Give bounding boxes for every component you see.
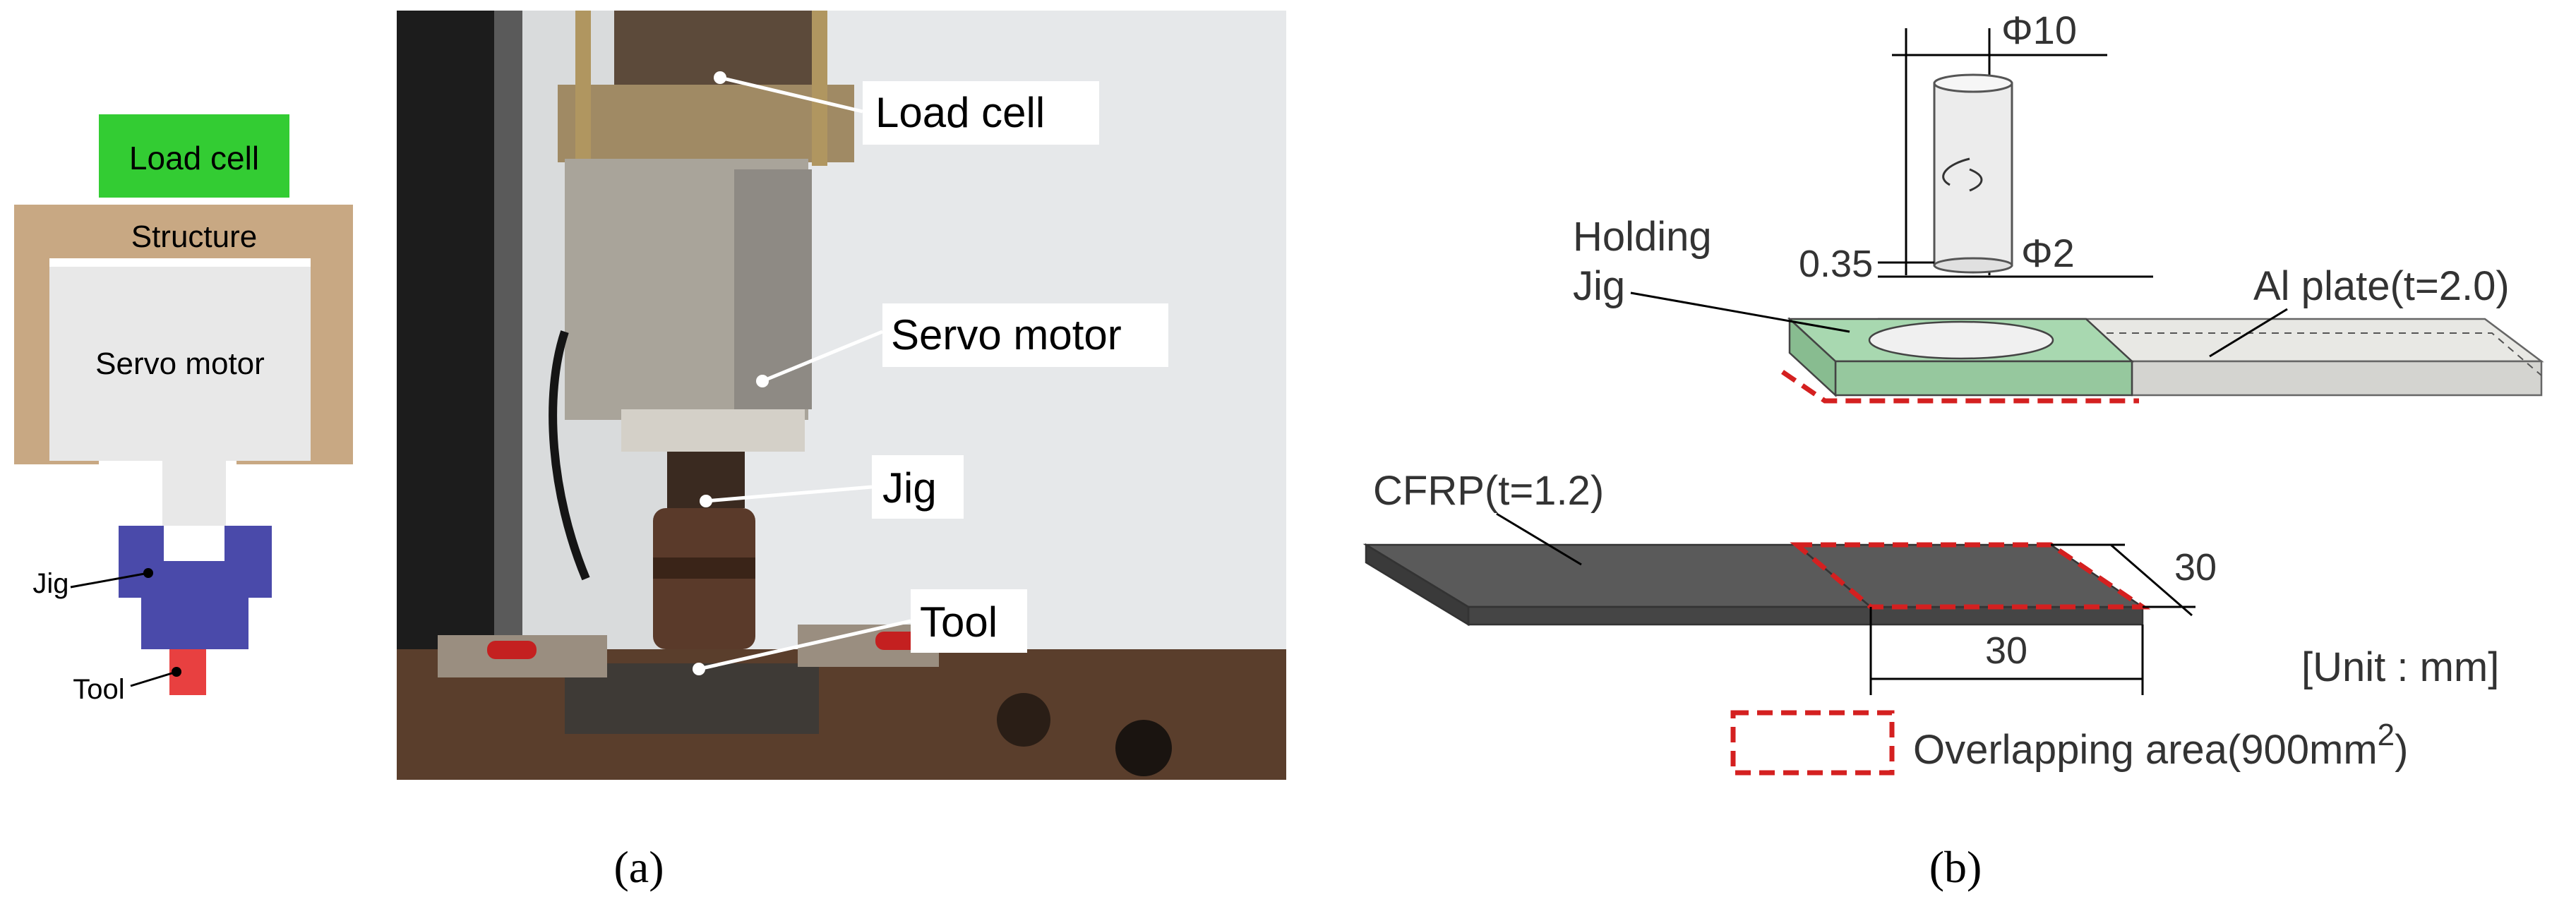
unit-label: [Unit : mm] [2301, 644, 2499, 690]
pin-length-label: 0.35 [1799, 243, 1873, 285]
jig-block [119, 526, 272, 649]
callout-box-load-cell [863, 81, 1099, 145]
photo-motor-base [621, 409, 805, 452]
cfrp-left [1365, 543, 1470, 627]
tool-leader-dot [172, 667, 181, 677]
photo-servo-motor-label: Servo motor [891, 311, 1122, 358]
photo-jig-label: Jig [882, 464, 937, 512]
photo-tool-label: Tool [920, 598, 998, 646]
rotation-arrow [1942, 157, 1983, 192]
structure-top-slit [49, 258, 311, 267]
jig-leader [70, 572, 149, 589]
al-plate-hidden-edge [1941, 332, 2542, 376]
callout-box-tool [911, 589, 1027, 653]
photo-rod-right [812, 11, 827, 166]
legend-overlap-label: Overlapping area(900mm2) [1913, 718, 2408, 773]
photo-hole-1 [997, 693, 1050, 747]
holding-jig [1781, 317, 2139, 404]
photo-clamp-handle-left [487, 641, 537, 659]
photo-cable [549, 330, 590, 581]
holding-jig-front [1834, 360, 2133, 397]
photo-hole-2 [1115, 720, 1172, 776]
photo-load-cell-label: Load cell [875, 89, 1045, 136]
caption-b: (b) [1929, 842, 1982, 892]
callout-line-jig [705, 485, 873, 503]
dim-side-line [2110, 543, 2193, 617]
photo-top-bracket [558, 85, 854, 162]
tool-cylinder-body [1933, 82, 2013, 267]
tool-cylinder-bottom [1933, 257, 2013, 274]
cfrp-label: CFRP(t=1.2) [1373, 468, 1604, 514]
callout-line-servo [762, 330, 883, 383]
al-plate-label: Al plate(t=2.0) [2253, 263, 2510, 309]
structure-label: Structure [131, 219, 258, 254]
al-plate-leader [2209, 308, 2288, 358]
holding-jig-overlap-edge [1781, 370, 2139, 404]
photo-motor-side [734, 169, 812, 409]
load-cell-block [99, 114, 289, 198]
callout-line-tool [698, 619, 911, 671]
phi10-label: Φ10 [2001, 8, 2077, 52]
legend-overlap-swatch [1730, 710, 1895, 776]
holding-jig-label-line1: Holding [1573, 214, 1712, 260]
specimen-diagram: Φ10 0.35 Φ2 Holding Jig Al plate [1362, 8, 2544, 776]
photo-chuck-band [653, 558, 755, 579]
legend-overlap-superscript: 2 [2378, 718, 2395, 752]
overlap-dim-side-label: 30 [2174, 546, 2217, 589]
holding-jig-hole [1868, 320, 2054, 360]
holding-jig-leader [1630, 291, 1850, 333]
cfrp-front [1467, 605, 2144, 626]
cfrp-leader [1496, 512, 1582, 566]
overlap-dim-bottom-label: 30 [1985, 629, 2027, 672]
legend-overlap-text: Overlapping area(900mm [1913, 727, 2378, 773]
cfrp-plate [1362, 542, 2151, 627]
callout-box-jig [872, 455, 964, 519]
tool-leader [130, 670, 177, 687]
apparatus-photo: Load cell Servo motor Jig Tool [397, 11, 1286, 780]
holding-jig-label-line2: Jig [1573, 263, 1625, 309]
load-cell-label: Load cell [129, 140, 259, 176]
schematic-jig-label: Jig [32, 568, 68, 599]
phi2-label: Φ2 [2021, 231, 2075, 275]
servo-motor-label: Servo motor [95, 346, 265, 381]
caption-a: (a) [613, 842, 664, 892]
schematic-diagram: Load cell Structure Servo motor Jig Tool [14, 114, 353, 705]
tool-drawing: Φ10 0.35 Φ2 [1799, 8, 2153, 285]
servo-shaft [162, 461, 226, 526]
holding-jig-left [1788, 317, 1837, 397]
al-plate-front [2131, 360, 2543, 397]
photo-rod-left [575, 11, 591, 166]
jig-leader-dot [143, 568, 153, 578]
al-plate [1877, 318, 2544, 397]
tool-cylinder-top [1933, 73, 2013, 93]
schematic-tool-label: Tool [73, 674, 124, 705]
legend-overlap-close: ) [2395, 727, 2408, 773]
servo-motor-block [49, 267, 311, 461]
callout-line-load-cell [719, 76, 863, 114]
callout-box-servo [882, 303, 1168, 367]
